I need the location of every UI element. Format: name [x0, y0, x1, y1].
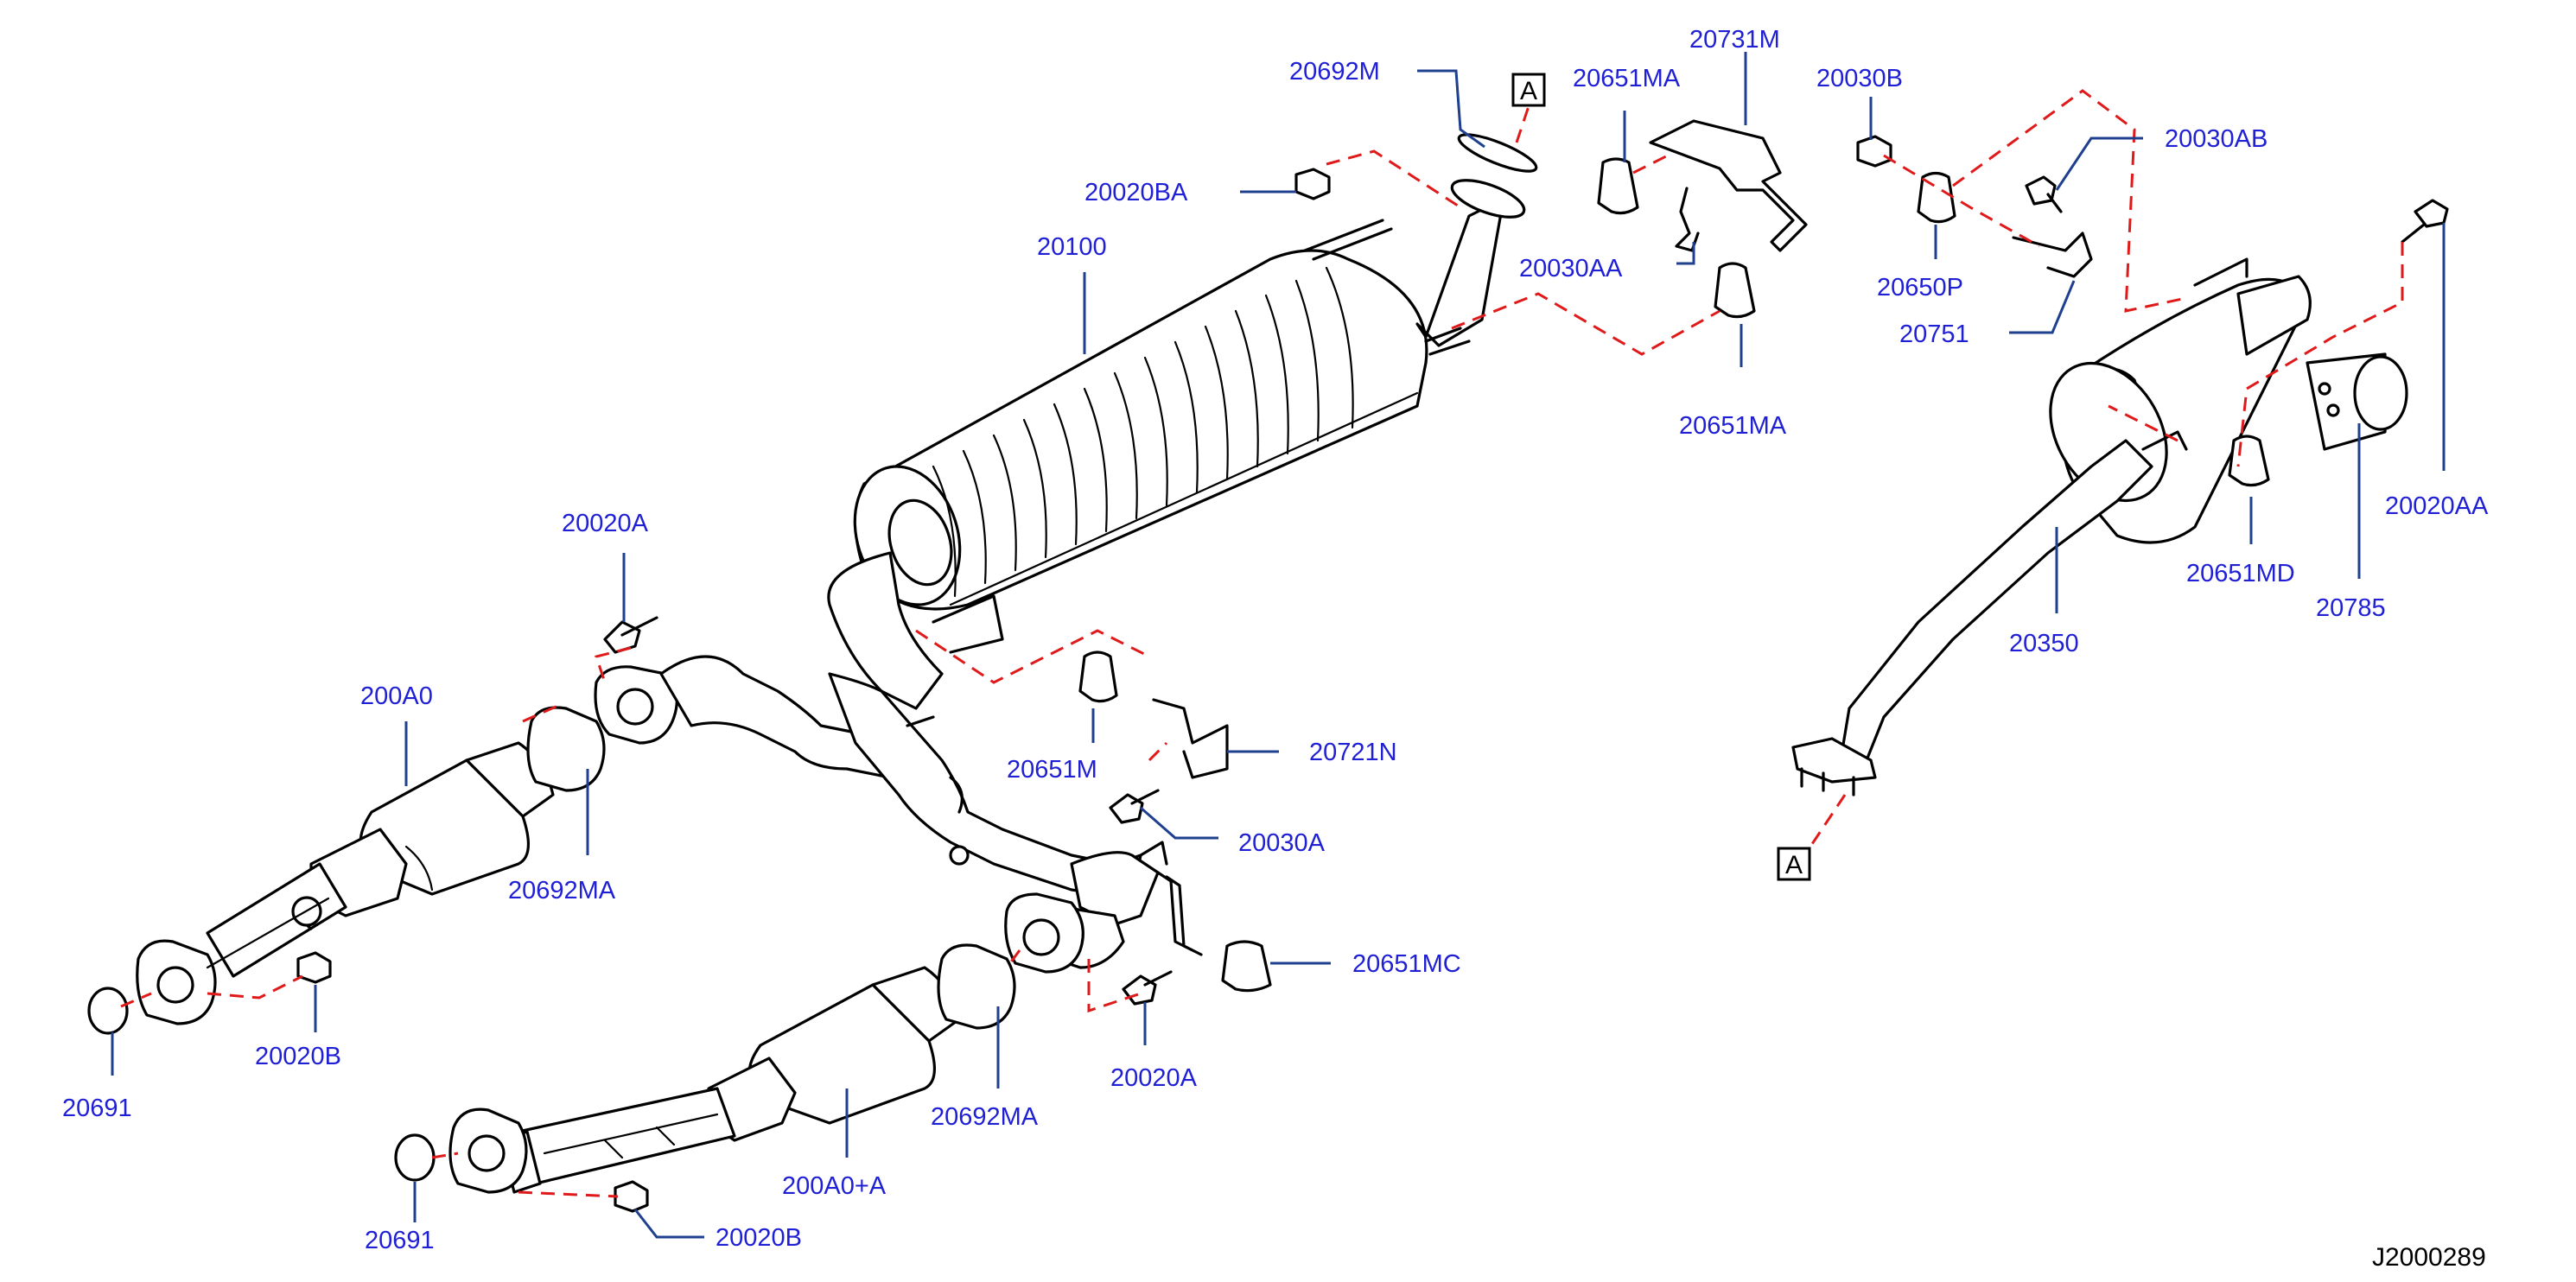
bracket-20751-shape [2012, 232, 2093, 278]
label-20692M: 20692M [1289, 58, 1380, 86]
section-marker-bottom: A [1777, 847, 1811, 881]
gasket-20692MA-left-shape [526, 706, 606, 792]
bolt-20020AA-shape [2401, 199, 2449, 244]
nut-20030B-shape [1856, 135, 1892, 168]
label-20020A-top: 20020A [562, 510, 649, 537]
center-muffler [827, 179, 1526, 710]
label-20651MA-top: 20651MA [1573, 65, 1681, 92]
rear-muffler-20350 [1791, 257, 2408, 796]
part-labels: 20692M 20020BA 20100 20651MA 20731M 2003… [62, 26, 2489, 1254]
catalyst-200A0A [448, 966, 961, 1194]
label-20691-bottom: 20691 [365, 1227, 435, 1254]
oring-20691-bottom-shape [394, 1133, 436, 1182]
catalyst-200A0 [136, 741, 555, 1025]
label-20030B: 20030B [1816, 65, 1903, 92]
label-20350: 20350 [2009, 630, 2079, 657]
insulator-20651MD-shape [2228, 435, 2270, 487]
insulator-20650P-shape [1917, 171, 1956, 224]
section-marker-top: A [1511, 73, 1546, 107]
label-20020B-left: 20020B [255, 1043, 341, 1070]
label-20651MA-mid: 20651MA [1679, 412, 1787, 440]
bracket-20731M-shape [1649, 119, 1808, 252]
insulator-20651M-shape [1078, 651, 1118, 703]
label-20692MA-bottom: 20692MA [931, 1103, 1039, 1131]
label-20721N: 20721N [1309, 739, 1397, 766]
bolt-20030AB-shape [2025, 175, 2063, 213]
front-y-pipe [594, 655, 1203, 974]
label-20731M: 20731M [1689, 26, 1780, 54]
label-200A0: 200A0 [360, 682, 433, 710]
insulator-20651MA-top-shape [1597, 157, 1639, 215]
nut-20020BA-shape [1294, 168, 1331, 200]
label-20030A: 20030A [1238, 829, 1326, 857]
svg-text:A: A [1520, 77, 1537, 105]
bolt-20030A-shape [1109, 789, 1160, 824]
gasket-20692M-shape [1457, 133, 1538, 173]
svg-text:A: A [1785, 851, 1803, 879]
bolt-20020A-top-shape [603, 616, 658, 654]
nut-20020B-bottom-shape [614, 1180, 649, 1213]
label-20030AB: 20030AB [2165, 125, 2268, 153]
label-20751: 20751 [1899, 320, 1969, 348]
label-20785: 20785 [2316, 594, 2386, 622]
label-20691-left: 20691 [62, 1095, 132, 1122]
bolt-20030AA-shape [1675, 187, 1700, 252]
label-20651M: 20651M [1007, 756, 1097, 784]
label-20020A-bottom: 20020A [1110, 1064, 1198, 1092]
label-200A0A: 200A0+A [782, 1172, 887, 1200]
bracket-20721N-shape [1152, 698, 1229, 779]
dashed-connection-lines [120, 89, 2404, 1198]
label-20650P: 20650P [1877, 274, 1963, 301]
insulator-20651MC-shape [1221, 940, 1272, 993]
diagram-id: J2000289 [2372, 1243, 2486, 1272]
gasket-20692MA-bottom-shape [937, 943, 1016, 1030]
nut-20020B-left-shape [296, 951, 332, 984]
leader-lines [111, 52, 2446, 1239]
label-20020B-bottom: 20020B [716, 1224, 802, 1252]
label-20100: 20100 [1037, 233, 1107, 261]
label-20030AA: 20030AA [1519, 255, 1623, 282]
label-20020BA: 20020BA [1084, 179, 1188, 206]
insulator-20651MA-mid-shape [1714, 262, 1756, 319]
bolt-20020A-bottom-shape [1122, 970, 1173, 1006]
label-20020AA: 20020AA [2385, 492, 2489, 520]
label-20651MC: 20651MC [1352, 950, 1461, 978]
oring-20691-left-shape [87, 987, 129, 1035]
label-20651MD: 20651MD [2186, 560, 2295, 587]
label-20692MA-left: 20692MA [508, 877, 616, 904]
